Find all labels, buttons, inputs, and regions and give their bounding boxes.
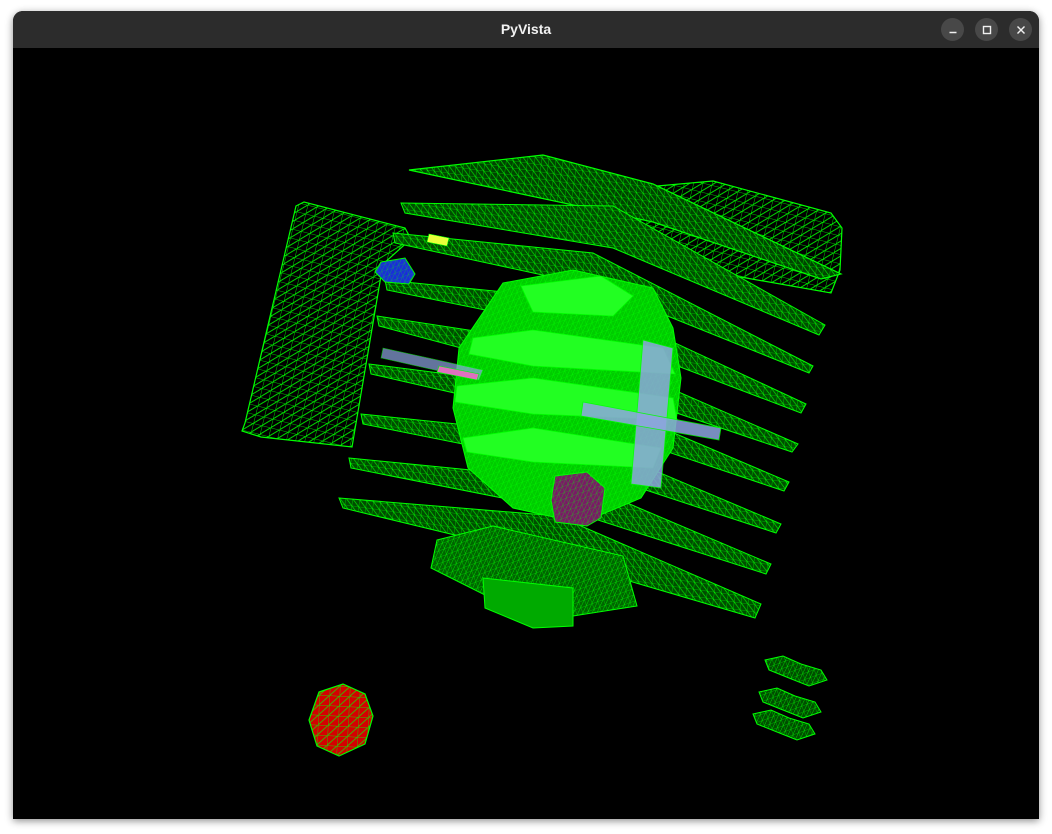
minimize-icon: [949, 31, 956, 33]
pink-rod-mesh: [436, 365, 480, 381]
purple-block-mesh: [550, 471, 606, 527]
blue-block-mesh: [374, 257, 416, 285]
maximize-icon: [982, 25, 991, 34]
pyvista-window: PyVista: [13, 11, 1039, 819]
window-title: PyVista: [500, 21, 552, 37]
maximize-button[interactable]: [975, 18, 998, 41]
minimize-button[interactable]: [941, 18, 964, 41]
title-bar[interactable]: PyVista: [13, 11, 1039, 48]
close-button[interactable]: [1009, 18, 1032, 41]
top-fin-mesh: [408, 154, 843, 280]
left-panel-mesh: [241, 201, 412, 448]
main-assembly-mesh: [241, 154, 843, 629]
3d-render-viewport[interactable]: [13, 48, 1039, 819]
fin-2: [392, 232, 814, 374]
bottom-flange-mesh: [430, 525, 638, 629]
yellow-tip-mesh: [426, 233, 450, 247]
scene-canvas[interactable]: [13, 48, 1039, 819]
red-cube-mesh: [308, 683, 374, 757]
central-core-mesh: [452, 269, 682, 524]
close-icon: [1016, 25, 1025, 34]
small-tiles-mesh: [752, 655, 828, 741]
fin-1: [400, 202, 826, 336]
